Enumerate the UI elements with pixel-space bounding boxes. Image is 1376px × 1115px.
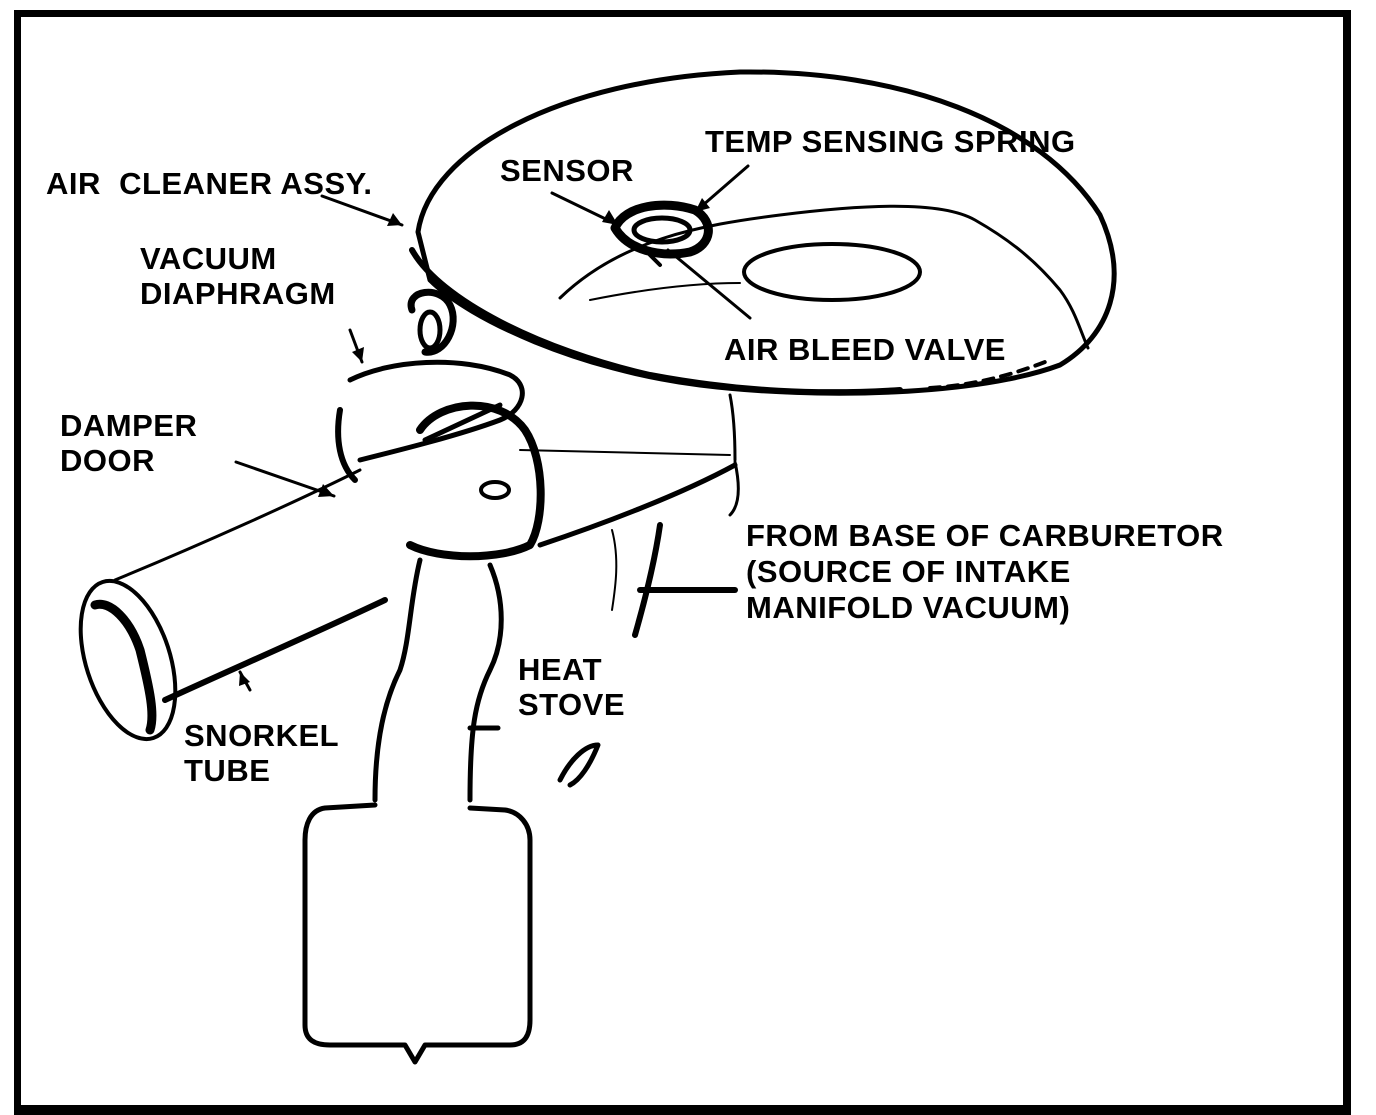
arrow-air-cleaner [320,194,404,227]
label-damper: DAMPER [60,408,198,443]
vacuum-line [611,522,738,638]
damper-housing [406,401,545,561]
heat-stove-duct [372,557,601,803]
label-source-of-intake: (SOURCE OF INTAKE [746,554,1071,589]
label-manifold-vacuum: MANIFOLD VACUUM) [746,590,1071,625]
label-air-cleaner-assy: AIR CLEANER ASSY. [46,166,373,201]
heat-stove [302,802,533,1065]
diagram-frame [14,10,1351,1115]
label-stove: STOVE [518,687,626,722]
label-diaphragm: DIAPHRAGM [140,276,336,311]
snorkel-tube [78,449,740,742]
label-vacuum: VACUUM [140,241,277,276]
label-temp-sensing-spring: TEMP SENSING SPRING [705,124,1076,159]
arrow-air-bleed [666,248,752,320]
label-heat: HEAT [518,652,603,687]
air-cleaner-inlet-ring [742,242,922,302]
leader-arrows [234,164,752,692]
temp-sensor [610,200,713,267]
air-cleaner-housing [409,69,1117,462]
label-from-base-of-carburetor: FROM BASE OF CARBURETOR [746,518,1224,553]
label-sensor: SENSOR [500,153,634,188]
label-door: DOOR [60,443,155,478]
label-air-bleed-valve: AIR BLEED VALVE [724,332,1006,367]
label-snorkel: SNORKEL [184,718,340,753]
label-tube: TUBE [184,753,271,788]
arrow-damper-door [234,460,336,498]
vacuum-diaphragm [335,288,525,483]
